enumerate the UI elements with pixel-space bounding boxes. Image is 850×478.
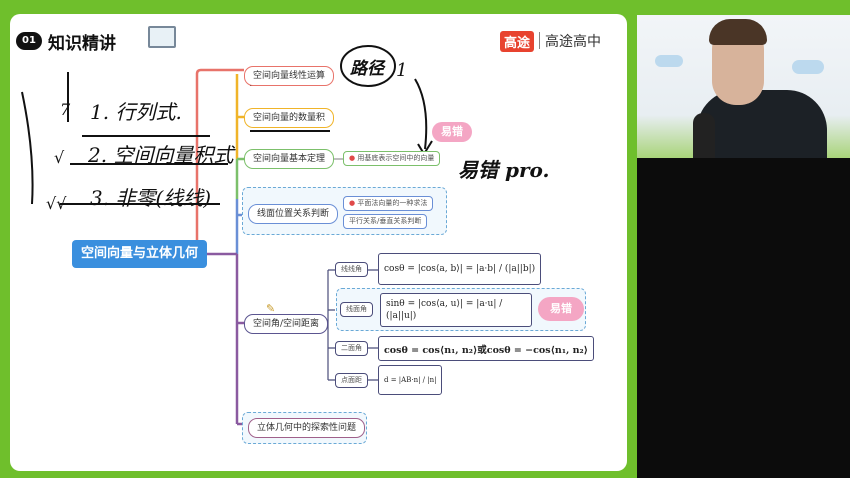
formula-point-plane: d = |AB·n| / |n| xyxy=(378,365,443,395)
sub-basis[interactable]: ● 用基底表示空间中的向量 xyxy=(343,151,441,166)
branch-angle-distance[interactable]: 空间角/空间距离 xyxy=(244,314,329,334)
error-prone-badge: 易错 xyxy=(432,122,472,142)
label-line-line-angle[interactable]: 线线角 xyxy=(335,262,368,277)
webcam-video xyxy=(637,15,850,158)
alert-icon: ● xyxy=(349,154,358,162)
slide: 01 知识精讲 高途 高途高中 1. 行列式. 2. 空间向量积式 3. 非零(… xyxy=(10,14,627,471)
handwriting-pro: 易错 pro. xyxy=(458,158,550,182)
pencil-icon: ✎ xyxy=(266,302,276,315)
formula-line-line: cosθ = |cos⟨a, b⟩| = |a·b| / (|a||b|) xyxy=(378,253,542,285)
branch-exploration[interactable]: 立体几何中的探索性问题 xyxy=(248,418,366,438)
handwriting-line-2: 2. 空间向量积式 xyxy=(88,143,234,167)
person-hair xyxy=(709,19,767,45)
handwriting-mark: 7 xyxy=(60,100,71,119)
formula-dihedral: cosθ = cos⟨n₁, n₂⟩或cosθ = −cos⟨n₁, n₂⟩ xyxy=(378,336,595,361)
sub-parallel-perp[interactable]: 平行关系/垂直关系判断 xyxy=(343,214,428,229)
cloud-decoration xyxy=(655,55,683,67)
handwriting-check: √ xyxy=(54,148,65,167)
formula-line-plane: sinθ = |cos⟨a, u⟩| = |a·u| / (|a||u|) xyxy=(380,293,532,327)
video-letterbox xyxy=(637,158,850,478)
microphone xyxy=(693,113,715,158)
handwriting-line-1: 1. 行列式. xyxy=(90,100,182,124)
handwriting-line-3: 3. 非零(线线) xyxy=(90,186,212,210)
error-prone-badge: 易错 xyxy=(538,297,584,321)
sub-normal-vector[interactable]: ● 平面法向量的一种求法 xyxy=(343,196,434,211)
brand-logo: 高途 xyxy=(500,31,535,52)
branch-dot-product[interactable]: 空间向量的数量积 xyxy=(244,108,335,128)
cloud-decoration xyxy=(792,60,824,74)
divider xyxy=(539,32,540,49)
label-point-plane-distance[interactable]: 点面距 xyxy=(335,373,368,388)
mindmap-root[interactable]: 空间向量与立体几何 xyxy=(72,240,207,268)
page-title: 知识精讲 xyxy=(48,34,116,54)
label-line-plane-angle[interactable]: 线面角 xyxy=(340,302,373,317)
handwriting-circled: 路径 xyxy=(350,59,384,79)
brand-name: 高途高中 xyxy=(545,34,601,50)
section-number: 01 xyxy=(16,32,42,50)
branch-position-relation[interactable]: 线面位置关系判断 xyxy=(248,204,339,224)
handwriting-one: 1 xyxy=(396,60,408,81)
person-body xyxy=(697,90,827,158)
branch-basis-theorem[interactable]: 空间向量基本定理 xyxy=(244,149,335,169)
branch-linear-ops[interactable]: 空间向量线性运算 xyxy=(244,66,335,86)
whiteboard-icon xyxy=(148,26,176,48)
alert-icon: ● xyxy=(349,199,358,207)
label-dihedral-angle[interactable]: 二面角 xyxy=(335,341,368,356)
handwriting-check: √√ xyxy=(46,194,67,213)
